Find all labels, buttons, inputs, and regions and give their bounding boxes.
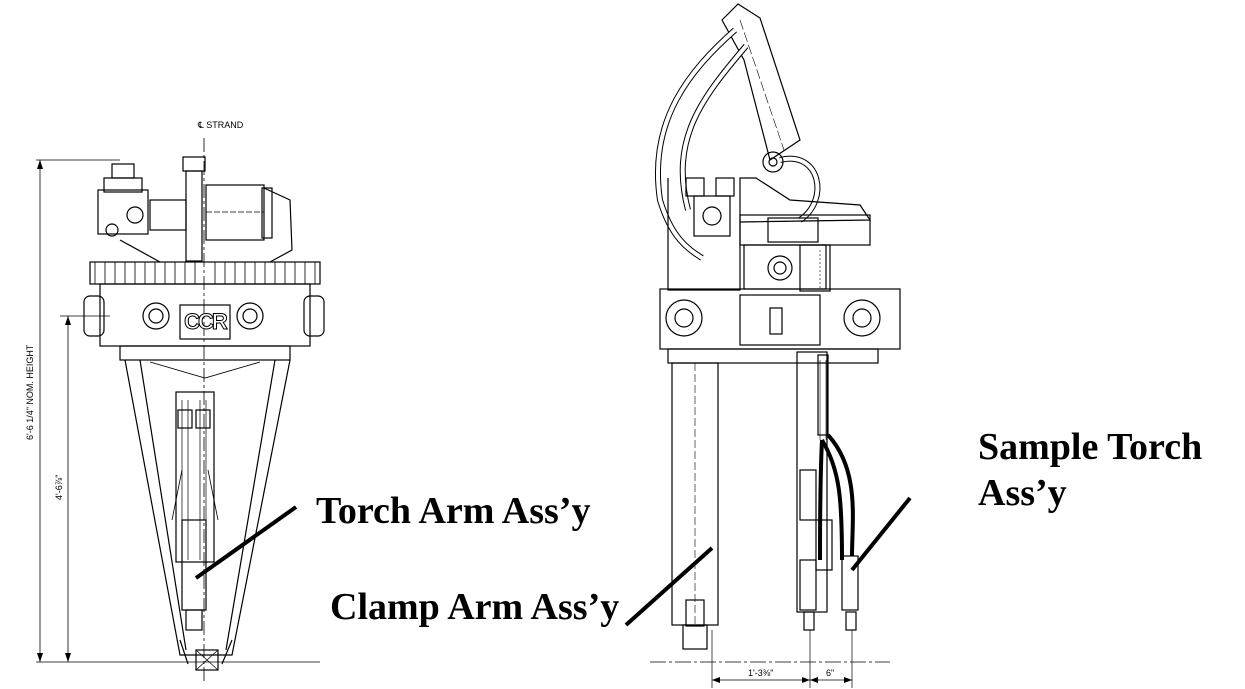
partial-height-label: 4'-6⅞" [54, 475, 64, 500]
width-a-label: 1'-3⅜" [748, 668, 774, 678]
centerline-label: ℄ STRAND [197, 120, 244, 130]
torch-arm-leader [194, 505, 298, 580]
sample-torch-assembly-label-line2: Ass’y [978, 472, 1067, 514]
clamp-arm-assembly-label: Clamp Arm Ass’y [330, 586, 620, 628]
front-elevation-view: ℄ STRAND 6'-6 1/4" NOM. HEIGHT 4'-6⅞" [25, 120, 325, 682]
ccr-logo-text: CCR [184, 309, 229, 335]
side-elevation-view [650, 3, 901, 688]
callout-leaders [194, 496, 912, 627]
width-b-label: 6" [826, 668, 835, 678]
torch-arm-assembly-label: Torch Arm Ass’y [316, 490, 591, 532]
sample-torch-leader [850, 496, 912, 572]
clamp-arm-leader [624, 546, 714, 627]
sample-torch-assembly-label-line1: Sample Torch [978, 426, 1203, 468]
ccr-logo: CCR [182, 306, 229, 338]
overall-height-label: 6'-6 1/4" NOM. HEIGHT [25, 344, 35, 440]
